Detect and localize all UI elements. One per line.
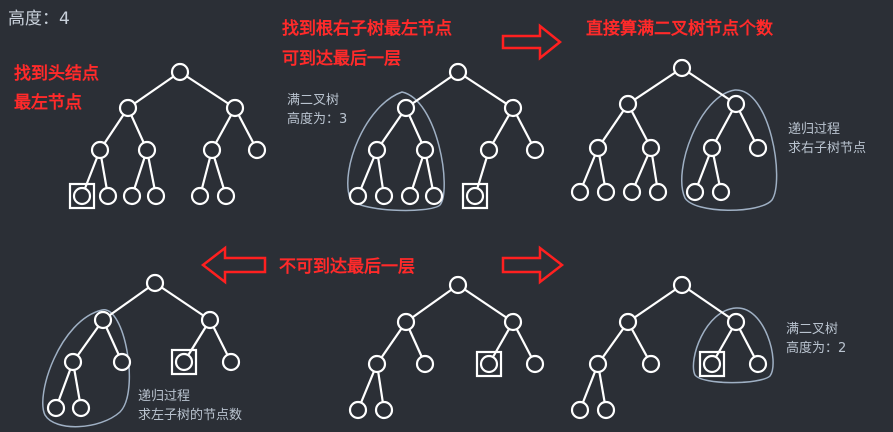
note-recurse-right-line1: 递归过程 bbox=[788, 122, 840, 137]
recurse-right-ellipse bbox=[681, 89, 778, 211]
note-full-tree-h2-line2: 高度为：2 bbox=[786, 340, 846, 356]
tree-4 bbox=[42, 273, 241, 428]
step-cannot-reach-last: 不可到达最后一层 bbox=[279, 256, 415, 277]
arrow-left-icon bbox=[200, 245, 267, 285]
height-label: 高度：4 bbox=[8, 9, 70, 29]
highlight-box bbox=[170, 348, 198, 376]
tree-3 bbox=[570, 58, 778, 211]
highlight-box bbox=[68, 182, 96, 210]
highlight-box bbox=[461, 182, 489, 210]
highlight-box bbox=[698, 350, 726, 378]
note-full-tree-h2-line1: 满二叉树 bbox=[786, 322, 838, 337]
step-find-head-line1: 找到头结点 bbox=[14, 63, 99, 84]
step-find-root-right-line2: 可到达最后一层 bbox=[282, 48, 401, 69]
note-full-tree-h3-line1: 满二叉树 bbox=[287, 93, 339, 108]
step-find-head-line2: 最左节点 bbox=[14, 92, 82, 113]
tree-5 bbox=[348, 275, 545, 420]
arrows bbox=[200, 23, 565, 285]
full-tree-h2-ellipse bbox=[692, 307, 774, 384]
arrow-right-icon bbox=[501, 23, 563, 61]
note-recurse-left-line2: 求左子树的节点数 bbox=[138, 407, 242, 423]
step-compute-full-tree: 直接算满二叉树节点个数 bbox=[586, 18, 774, 39]
full-tree-ellipse bbox=[347, 91, 445, 212]
recurse-left-ellipse bbox=[42, 309, 131, 428]
note-full-tree-h3-line2: 高度为：3 bbox=[287, 111, 347, 127]
arrow-right-icon bbox=[501, 245, 565, 285]
tree-2 bbox=[347, 62, 545, 212]
step-find-root-right-line1: 找到根右子树最左节点 bbox=[282, 18, 452, 39]
tree-1 bbox=[68, 62, 267, 210]
tree-6 bbox=[570, 275, 774, 420]
note-recurse-left-line1: 递归过程 bbox=[138, 389, 190, 404]
note-recurse-right-line2: 求右子树节点 bbox=[788, 141, 866, 156]
highlight-box bbox=[475, 350, 503, 378]
